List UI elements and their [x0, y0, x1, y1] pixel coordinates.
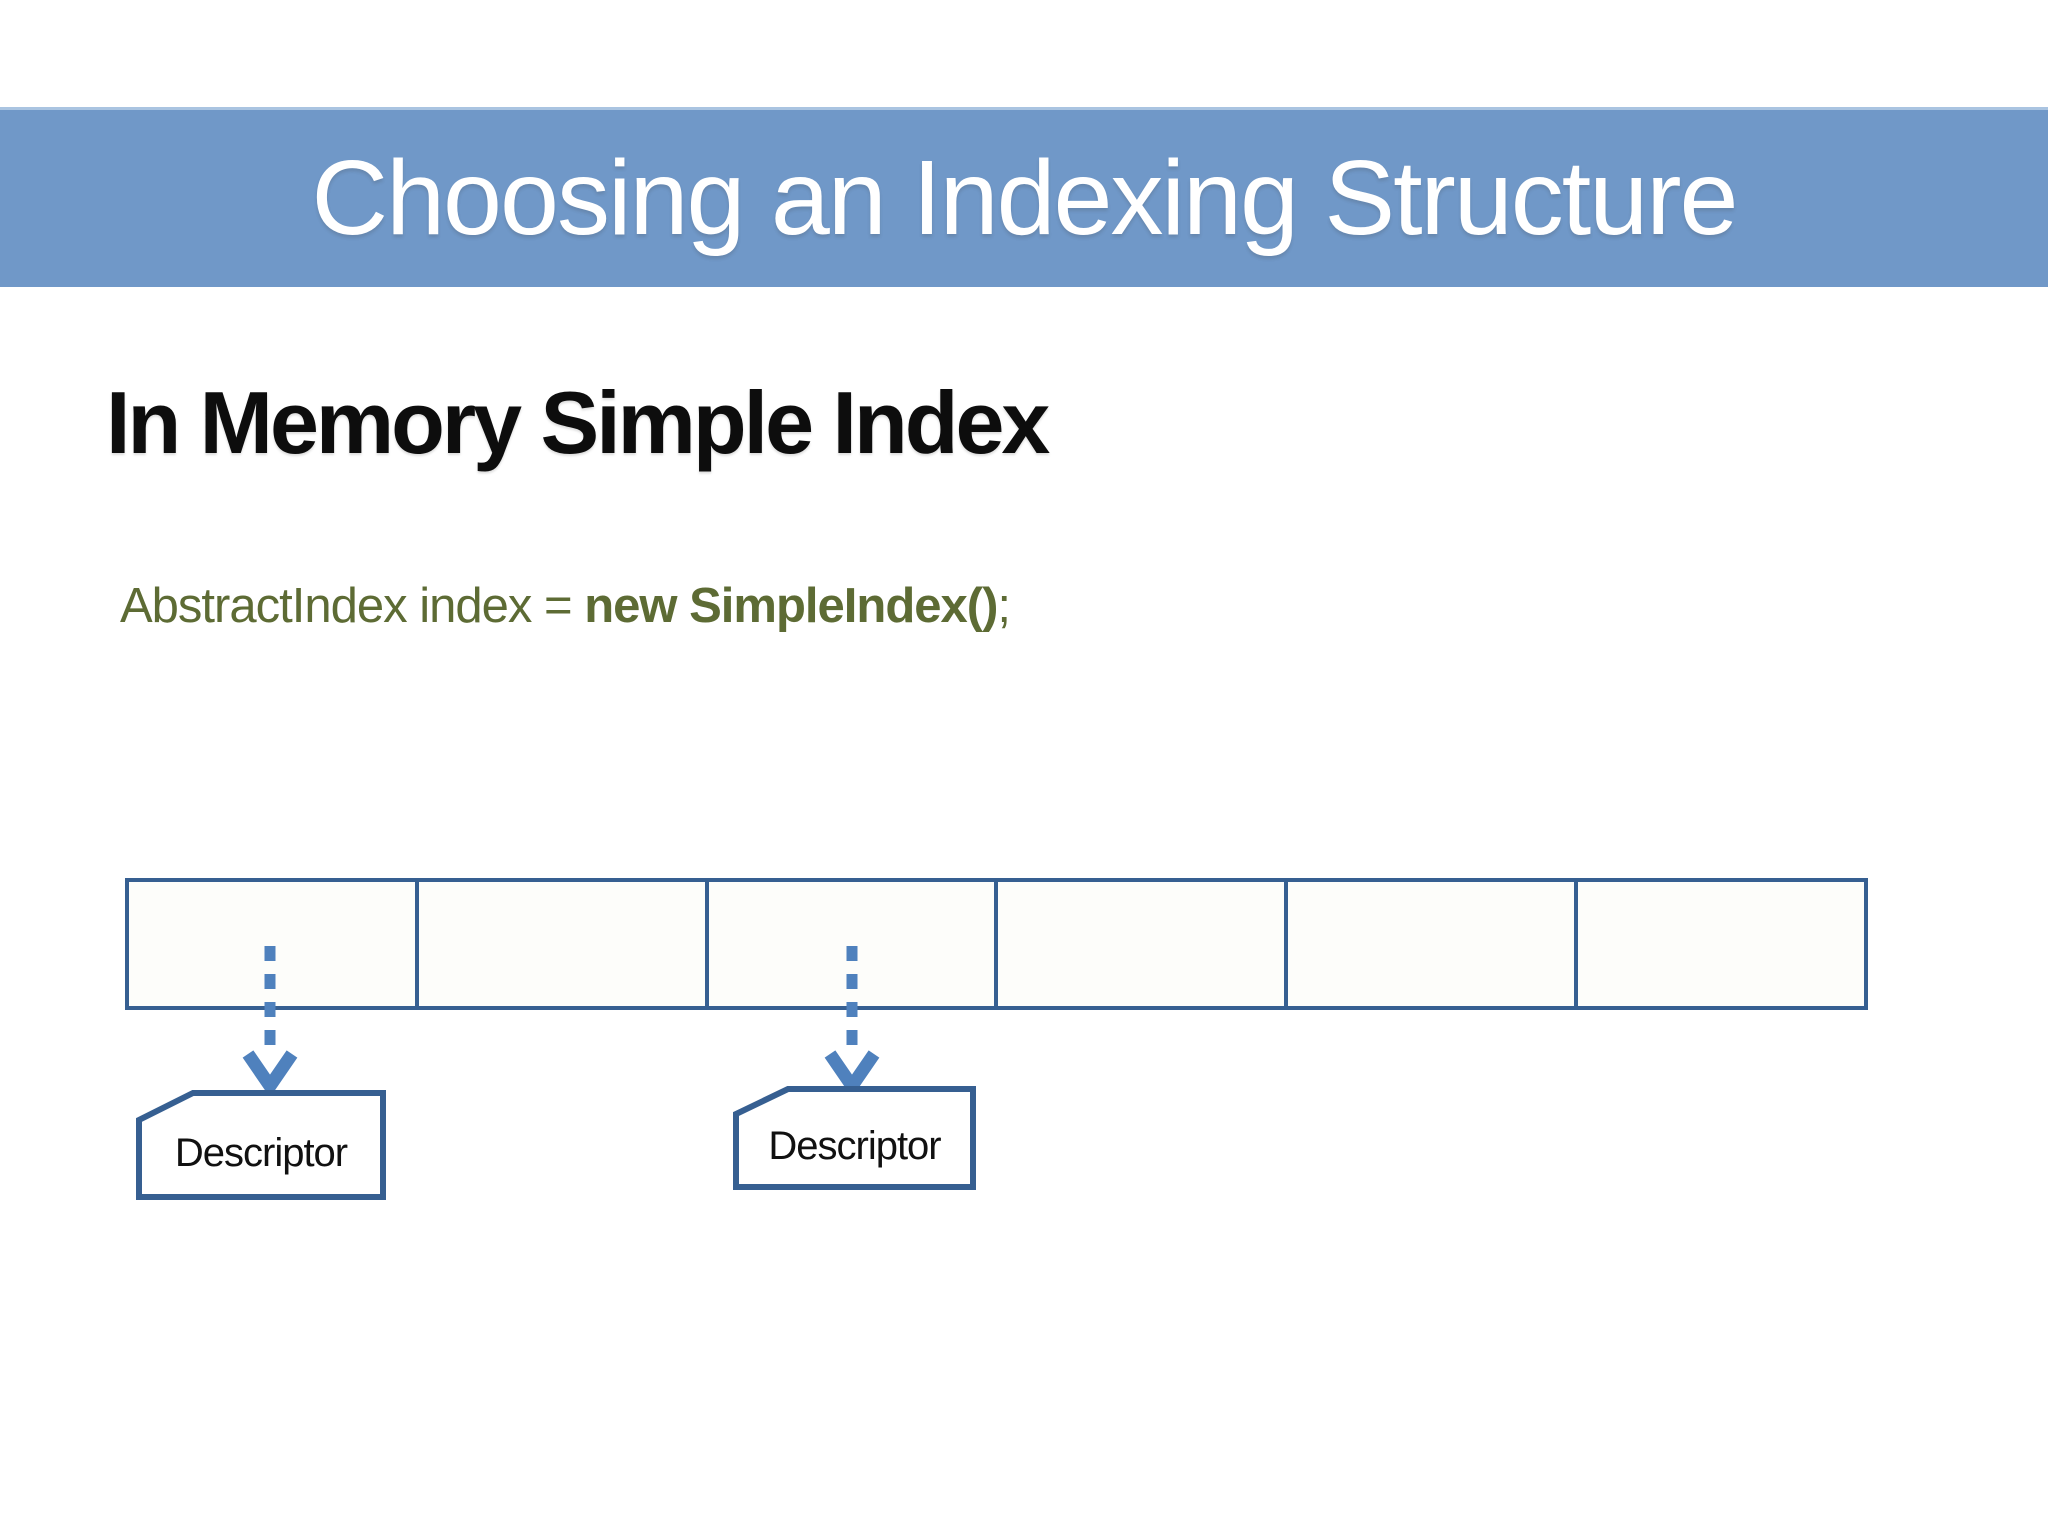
pointer-arrow-cell3: [820, 936, 884, 1096]
code-keyword-bold: new SimpleIndex(): [584, 579, 998, 633]
pointer-arrow-cell1: [238, 936, 302, 1096]
card-shape: [733, 1086, 976, 1190]
descriptor-label: Descriptor: [174, 1130, 348, 1175]
descriptor-label: Descriptor: [768, 1123, 941, 1168]
memory-array: [125, 878, 1868, 1010]
arrow-down-icon: [242, 946, 298, 1096]
section-heading: In Memory Simple Index: [106, 373, 1050, 472]
array-cell: [994, 882, 1284, 1006]
array-cell: [704, 882, 995, 1006]
code-suffix: ;: [997, 579, 1011, 633]
card-shape: [136, 1090, 386, 1200]
array-cell: [414, 882, 705, 1006]
array-cell: [1574, 882, 1864, 1006]
code-line: AbstractIndex index = new SimpleIndex();: [120, 578, 1011, 634]
descriptor-box-1: Descriptor: [136, 1090, 386, 1200]
arrow-down-icon: [824, 946, 880, 1096]
array-cell: [1284, 882, 1574, 1006]
slide-title-bar: Choosing an Indexing Structure: [0, 107, 2048, 287]
code-prefix: AbstractIndex index =: [120, 579, 585, 633]
slide-title: Choosing an Indexing Structure: [311, 139, 1739, 257]
descriptor-box-2: Descriptor: [733, 1086, 976, 1190]
